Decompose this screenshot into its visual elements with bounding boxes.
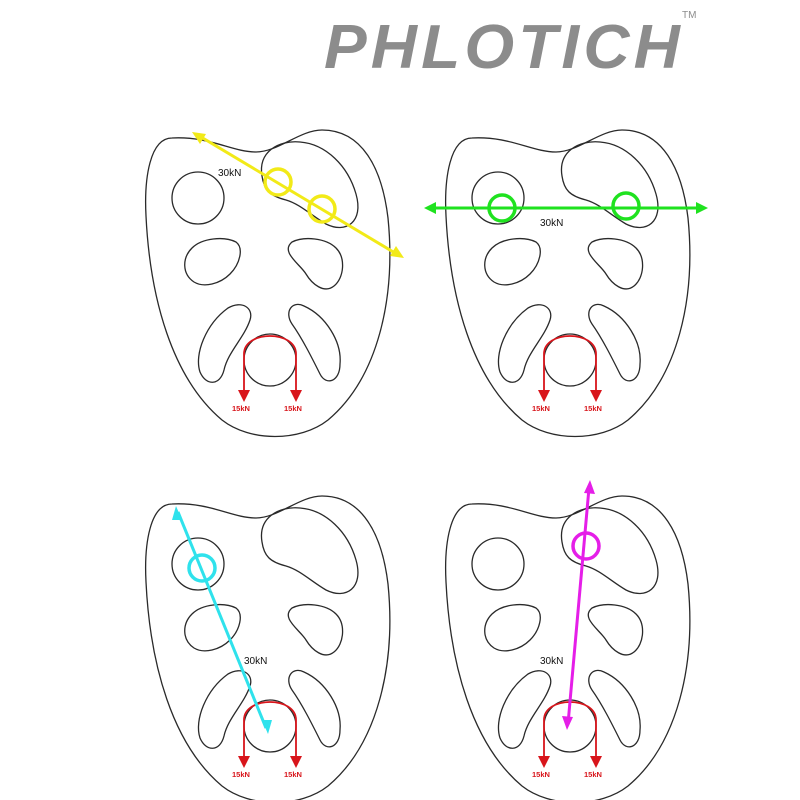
side-load-left: 15kN	[232, 770, 250, 779]
pulley-plate-outline	[144, 495, 391, 800]
green-load-line	[424, 191, 708, 223]
main-load-label: 30kN	[218, 168, 241, 179]
side-load-left: 15kN	[532, 770, 550, 779]
side-load-right: 15kN	[584, 770, 602, 779]
cyan-load-line	[172, 506, 272, 734]
main-load-label: 30kN	[244, 656, 267, 667]
pulley-plate-outline	[444, 495, 691, 800]
side-load-left: 15kN	[532, 404, 550, 413]
panel-bottom-right: 15kN 15kN 30kN	[444, 495, 691, 800]
panel-bottom-left: 15kN 15kN 30kN	[144, 495, 391, 800]
panel-top-right: 15kN 15kN 30kN	[444, 129, 691, 438]
main-load-label: 30kN	[540, 656, 563, 667]
side-load-right: 15kN	[584, 404, 602, 413]
side-load-left: 15kN	[232, 404, 250, 413]
pulley-plate-outline	[444, 129, 691, 438]
brand-wordmark: PHLOTICH	[324, 13, 684, 76]
side-load-right: 15kN	[284, 770, 302, 779]
yellow-load-line	[192, 132, 404, 258]
magenta-load-line	[562, 480, 601, 730]
trademark-mark: TM	[682, 10, 696, 21]
panel-top-left: 15kN 15kN 30kN	[144, 129, 391, 438]
side-load-right: 15kN	[284, 404, 302, 413]
main-load-label: 30kN	[540, 218, 563, 229]
phlotich-logo: PHLOTICH TM	[324, 10, 696, 76]
